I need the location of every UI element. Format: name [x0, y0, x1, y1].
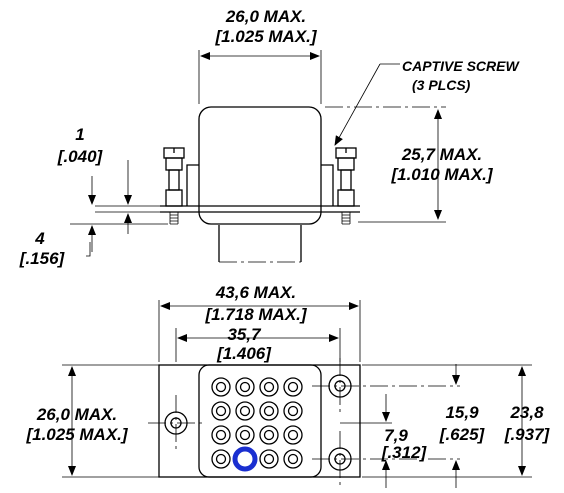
pin: [211, 449, 231, 469]
pin: [211, 401, 231, 421]
left-bracket: [186, 164, 199, 206]
right-bracket: [321, 164, 334, 206]
pin: [283, 425, 303, 445]
pin: [211, 377, 231, 397]
body-mm-label: 26,0 MAX.: [36, 405, 117, 424]
overall-mm-label: 43,6 MAX.: [215, 283, 296, 302]
side-view: 26,0 MAX. [1.025 MAX.] CAPTIVE SCREW (3 …: [19, 7, 521, 268]
half-mm-label: 7,9: [384, 426, 408, 445]
flange-in-label: [.937]: [504, 425, 551, 444]
half-in-label: [.312]: [381, 443, 428, 462]
height-mm-label: 25,7 MAX.: [401, 145, 482, 164]
pin: [283, 377, 303, 397]
callout-leader: [334, 63, 381, 146]
captive-screw-left: [163, 147, 185, 225]
pin: [259, 449, 279, 469]
width-in-label: [1.025 MAX.]: [214, 27, 317, 46]
relay-body-top: [198, 364, 322, 478]
callout-label: CAPTIVE SCREW: [402, 58, 520, 74]
gap-in-label: [.040]: [57, 147, 104, 166]
pin: [235, 377, 255, 397]
captive-screw-right: [335, 147, 357, 225]
stud-in-label: [.156]: [19, 249, 66, 268]
pin: [259, 377, 279, 397]
pin: [259, 401, 279, 421]
overall-in-label: [1.718 MAX.]: [204, 305, 307, 324]
spacing-mm-label: 35,7: [227, 325, 262, 344]
pin: [211, 425, 231, 445]
connector-housing: [218, 225, 302, 262]
gap-mm-label: 1: [75, 125, 84, 144]
pin: [259, 425, 279, 445]
pin: [283, 449, 303, 469]
pin-highlighted: [232, 446, 258, 472]
pin: [235, 401, 255, 421]
hole-mm-label: 15,9: [445, 403, 479, 422]
top-view: 43,6 MAX. [1.718 MAX.] 35,7 [1.406] 26,0…: [25, 283, 551, 488]
pin-grid: [211, 377, 303, 472]
hole-in-label: [.625]: [439, 425, 486, 444]
callout-qty-label: (3 PLCS): [412, 77, 471, 93]
pin: [283, 401, 303, 421]
width-mm-label: 26,0 MAX.: [225, 7, 306, 26]
stud-mm-label: 4: [34, 229, 45, 248]
spacing-in-label: [1.406]: [216, 344, 272, 363]
height-in-label: [1.010 MAX.]: [390, 165, 493, 184]
pin: [235, 425, 255, 445]
flange-mm-label: 23,8: [509, 403, 544, 422]
body-in-label: [1.025 MAX.]: [25, 425, 128, 444]
